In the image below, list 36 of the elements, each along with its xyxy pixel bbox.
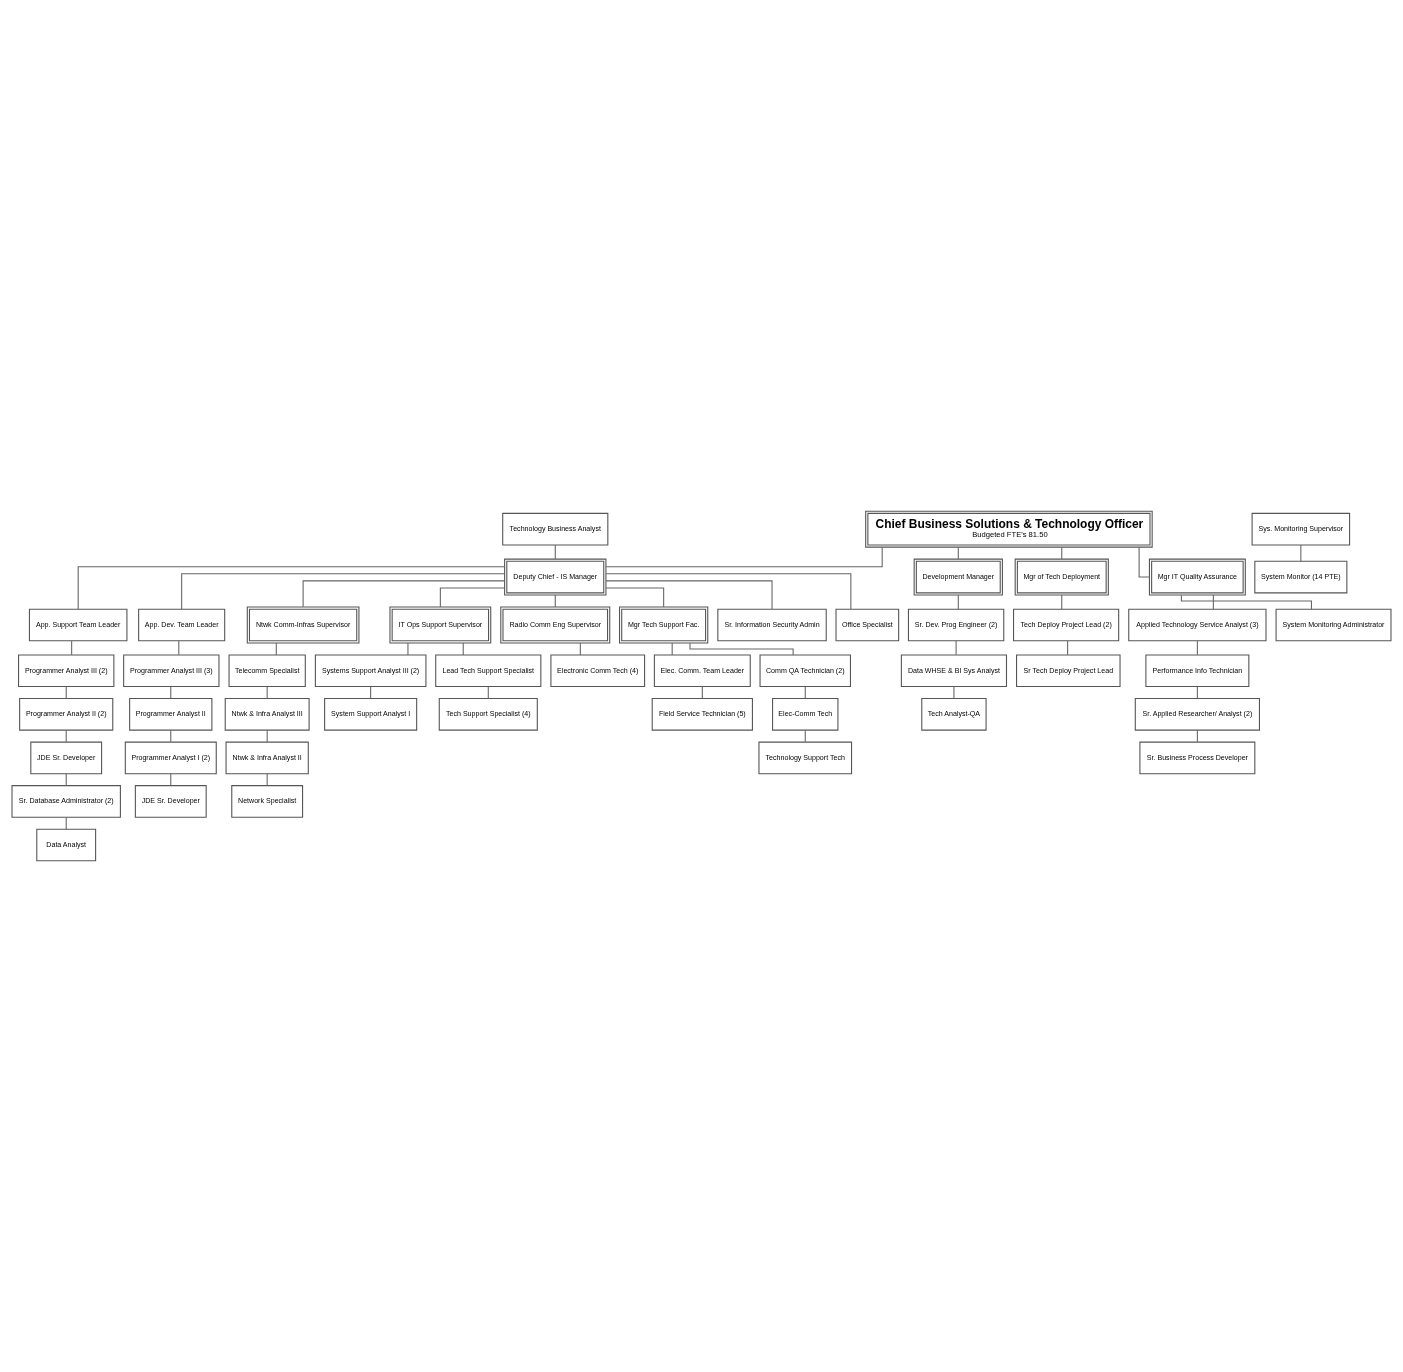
connector — [1138, 546, 1150, 578]
connector — [605, 580, 773, 610]
connector — [671, 642, 673, 656]
connector — [302, 580, 506, 608]
connector — [804, 729, 806, 743]
connector — [71, 640, 73, 656]
connector — [77, 566, 505, 610]
connector — [275, 642, 277, 656]
connector — [953, 686, 955, 700]
connector — [407, 642, 409, 656]
connector — [605, 573, 852, 610]
connector — [689, 642, 794, 656]
connector — [65, 773, 67, 787]
connector — [554, 544, 556, 560]
connector — [1061, 594, 1063, 610]
connector — [170, 729, 172, 743]
connector — [1067, 640, 1069, 656]
connector — [957, 594, 959, 610]
connector — [605, 546, 883, 568]
connector — [439, 587, 506, 608]
connector — [65, 816, 67, 830]
connector — [1061, 546, 1063, 560]
connector — [266, 773, 268, 787]
connector — [266, 729, 268, 743]
connector — [955, 640, 957, 656]
connector — [1196, 640, 1198, 656]
connector — [1196, 729, 1198, 743]
connector — [579, 642, 581, 656]
connector — [462, 642, 464, 656]
connector — [170, 773, 172, 787]
connector — [554, 594, 556, 608]
connector — [65, 729, 67, 743]
connector — [181, 573, 506, 610]
connector — [178, 640, 180, 656]
connector — [605, 587, 665, 608]
connector — [957, 546, 959, 560]
